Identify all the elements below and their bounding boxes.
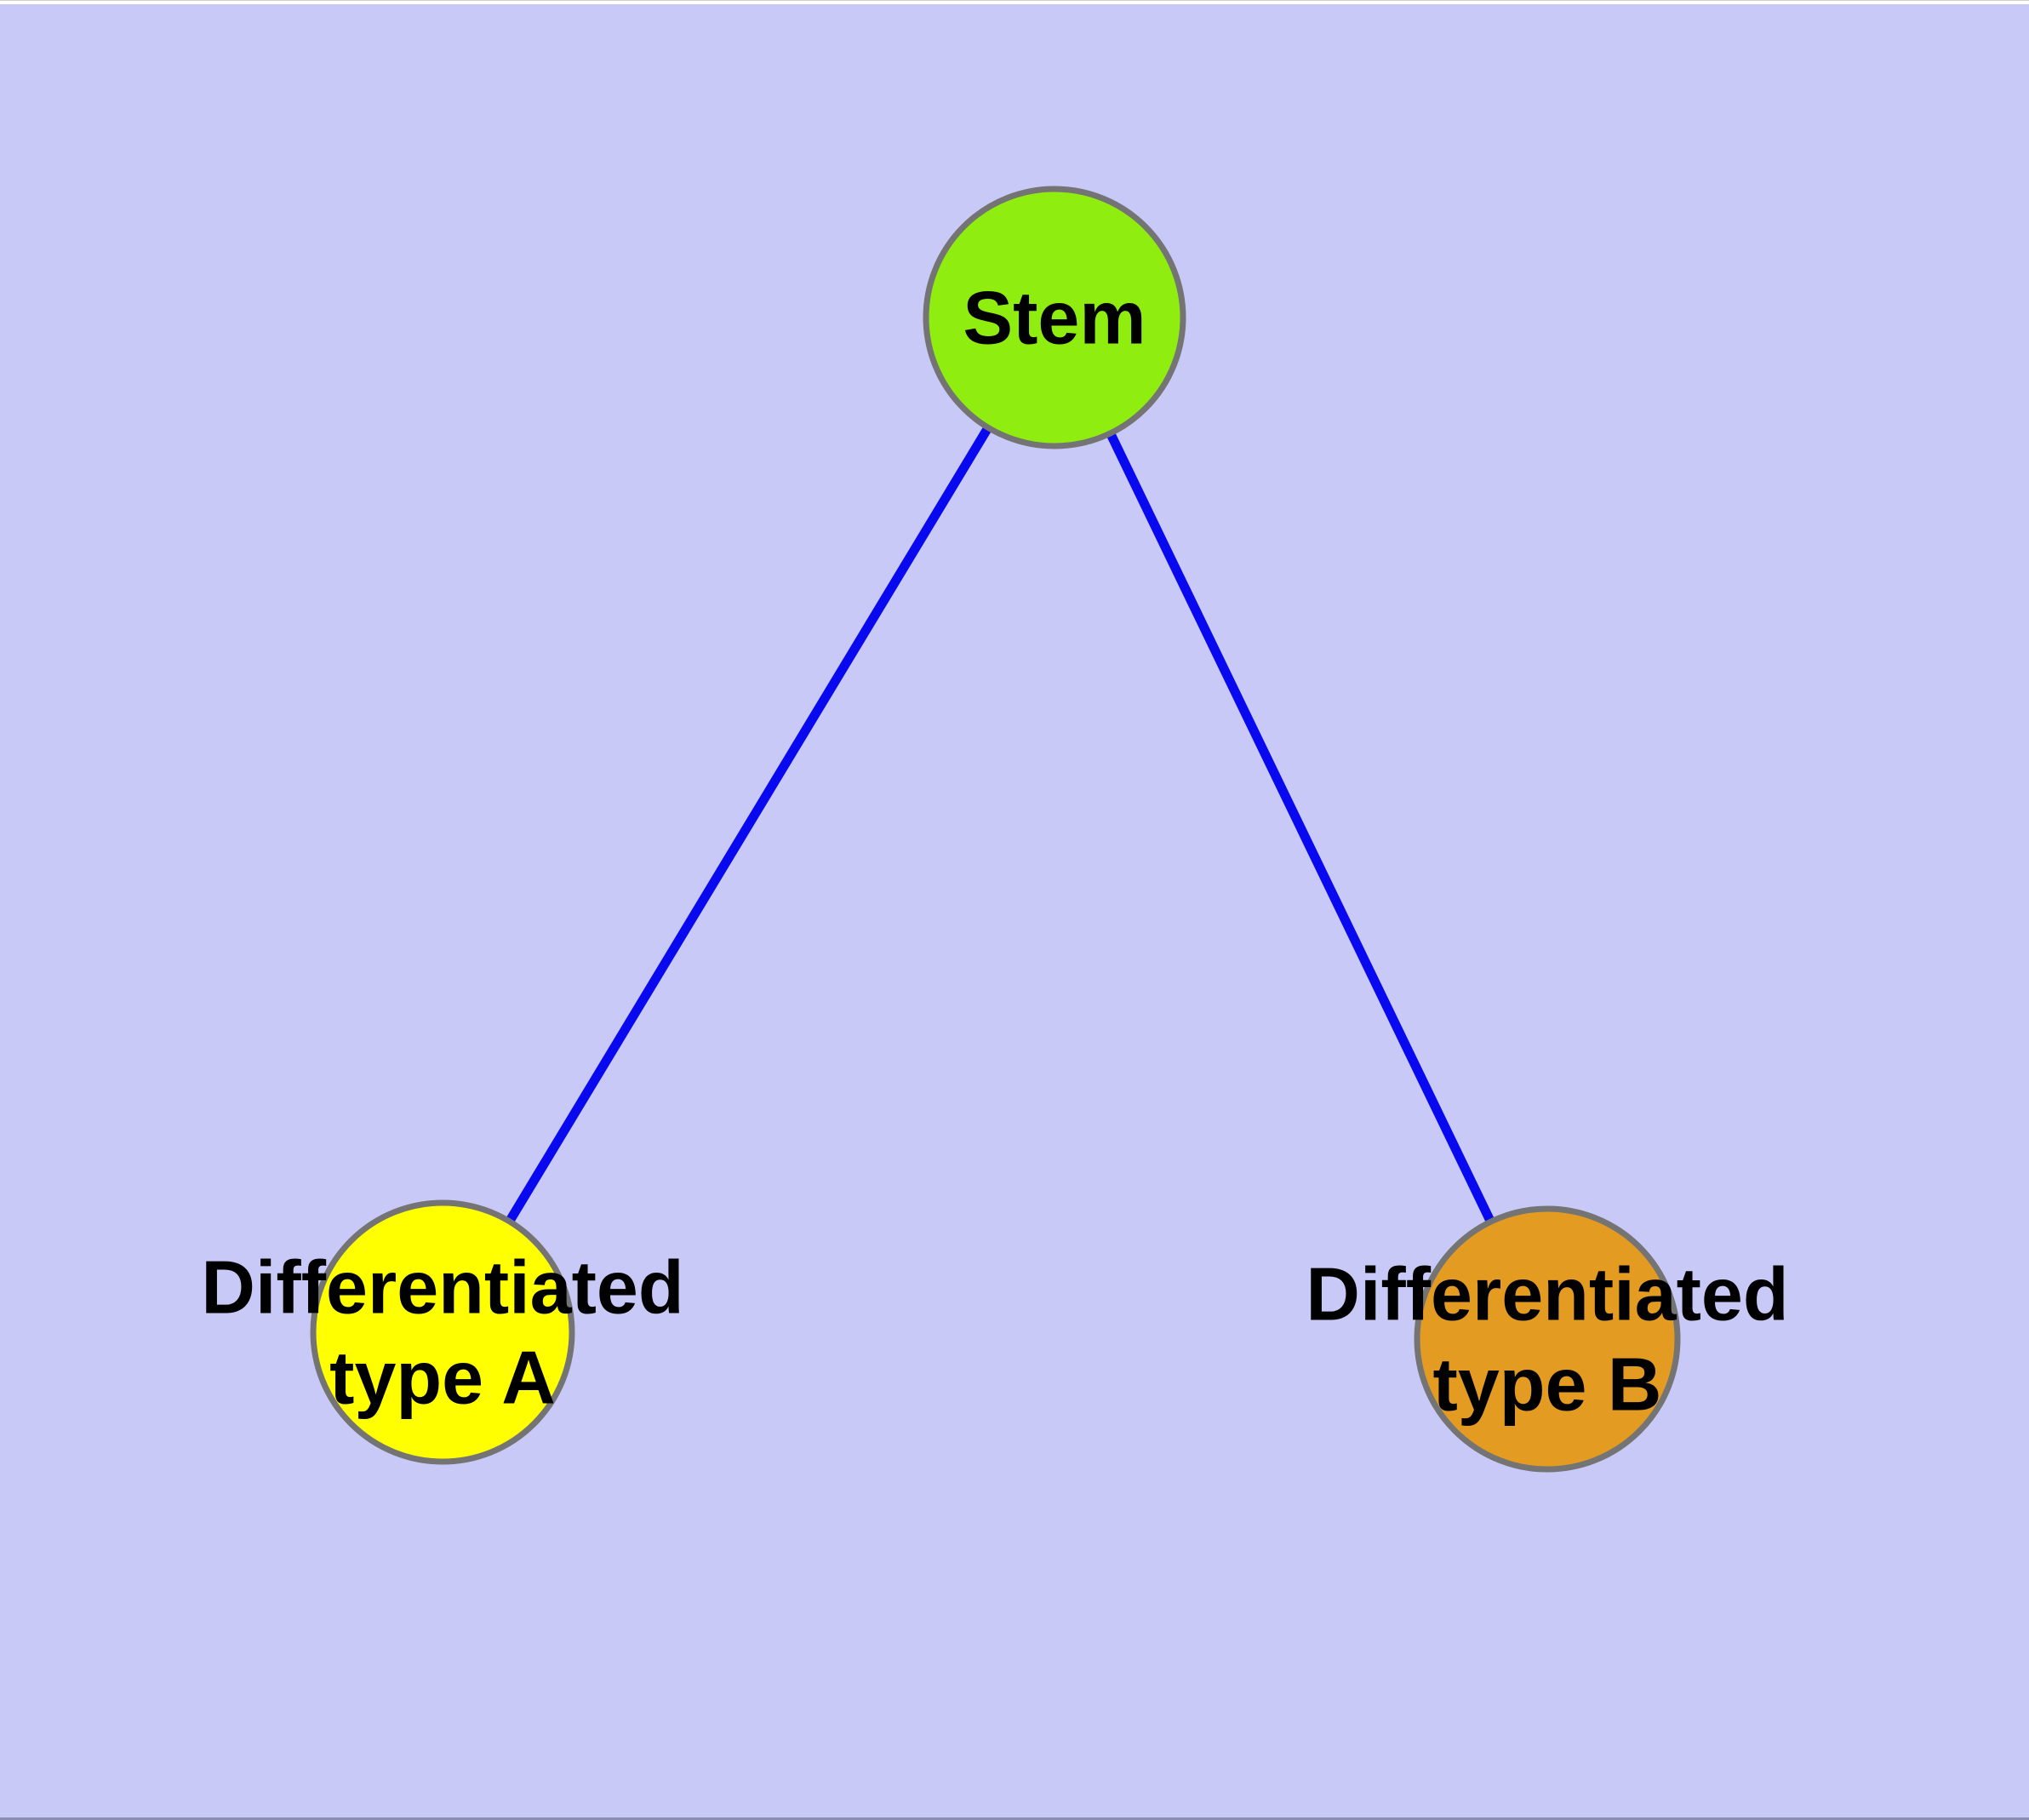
edge-stem-to-type-b <box>1050 315 1552 1342</box>
top-margin-strip <box>0 1 2029 4</box>
node-type-b-label-line1: Differentiated <box>1306 1252 1788 1336</box>
edge-stem-to-type-a <box>438 315 1059 1335</box>
node-type-a-label-line1: Differentiated <box>201 1245 683 1330</box>
node-type-a-label-line2: type A <box>329 1336 556 1420</box>
node-differentiated-type-b <box>1414 1205 1681 1473</box>
top-hairline <box>0 0 2029 1</box>
node-differentiated-type-a <box>310 1199 575 1465</box>
node-stem <box>923 186 1186 449</box>
bottom-edge-line <box>0 1817 2029 1820</box>
node-stem-label: Stem <box>963 276 1146 360</box>
node-type-b-label-line2: type B <box>1433 1342 1662 1427</box>
